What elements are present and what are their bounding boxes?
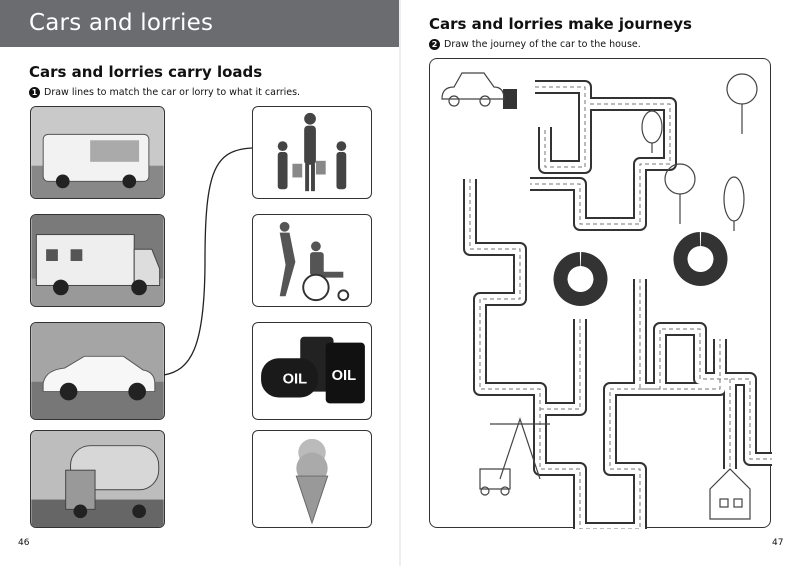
instruction-text: Draw lines to match the car or lorry to … [44,87,301,98]
vehicle-card-tanker-lorry[interactable] [30,430,165,528]
section-banner: Cars and lorries [0,0,400,47]
car-photo [31,323,164,419]
vehicle-card-car[interactable] [30,322,165,420]
right-instruction: 2 Draw the journey of the car to the hou… [429,39,641,50]
car-drawing-icon [441,72,505,107]
wheelchair-photo [279,221,350,302]
activity-number: 2 [429,39,440,50]
page-gutter [399,0,401,566]
left-instruction: 1 Draw lines to match the car or lorry t… [29,87,300,98]
load-card-ice-cream[interactable] [252,430,372,528]
instruction-text: Draw the journey of the car to the house… [444,39,641,50]
oil-barrels-photo: OIL OIL [261,336,365,404]
vehicle-card-ambulance[interactable] [30,214,165,307]
barrel-label: OIL [332,368,357,384]
house-drawing-icon [709,468,751,520]
right-heading: Cars and lorries make journeys [429,15,692,33]
vehicle-card-ice-cream-van[interactable] [30,106,165,199]
ice-cream-photo [295,438,329,525]
maze-drawing [441,72,787,536]
ice-cream-van-photo [31,107,164,198]
page-number-right: 47 [772,538,784,548]
tanker-lorry-photo [31,431,164,527]
family-photo [277,112,347,192]
left-heading: Cars and lorries carry loads [29,63,263,81]
activity-number: 1 [29,87,40,98]
load-card-oil-barrels[interactable]: OIL OIL [252,322,372,420]
tree-drawing-icon [641,73,758,231]
barrel-label: OIL [283,372,308,388]
ambulance-photo [31,215,164,306]
page-number-left: 46 [18,538,30,548]
load-card-wheelchair[interactable] [252,214,372,307]
road-maze[interactable] [429,58,787,536]
load-card-family[interactable] [252,106,372,199]
section-title: Cars and lorries [29,10,214,36]
crane-drawing-icon [479,417,550,496]
